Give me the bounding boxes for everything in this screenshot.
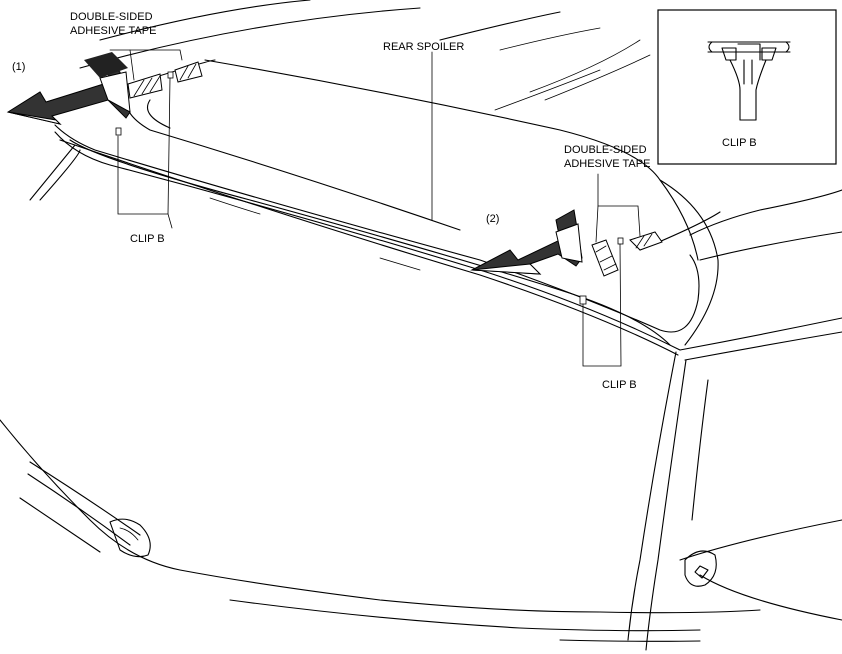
tape-left-label-line2: ADHESIVE TAPE	[70, 25, 156, 37]
rear-spoiler-label: REAR SPOILER	[383, 41, 464, 53]
step-2-label: (2)	[486, 213, 499, 225]
tape-left-label-line1: DOUBLE-SIDED	[70, 11, 153, 23]
tape-right-icon	[591, 231, 663, 277]
tape-right-label-line1: DOUBLE-SIDED	[564, 144, 647, 156]
arrow-1-icon	[6, 52, 131, 125]
leader-lines	[109, 49, 641, 367]
tape-right-label-line2: ADHESIVE TAPE	[564, 158, 650, 170]
inset-clip-label: CLIP B	[722, 137, 757, 149]
clip-marker	[115, 127, 122, 136]
arrow-2-icon	[470, 209, 583, 275]
clip-right-label: CLIP B	[602, 379, 637, 391]
tape-left-icon	[127, 61, 203, 99]
clip-left-label: CLIP B	[130, 233, 165, 245]
step-1-label: (1)	[12, 61, 25, 73]
inset-panel	[657, 9, 837, 165]
clip-marker	[579, 295, 587, 305]
